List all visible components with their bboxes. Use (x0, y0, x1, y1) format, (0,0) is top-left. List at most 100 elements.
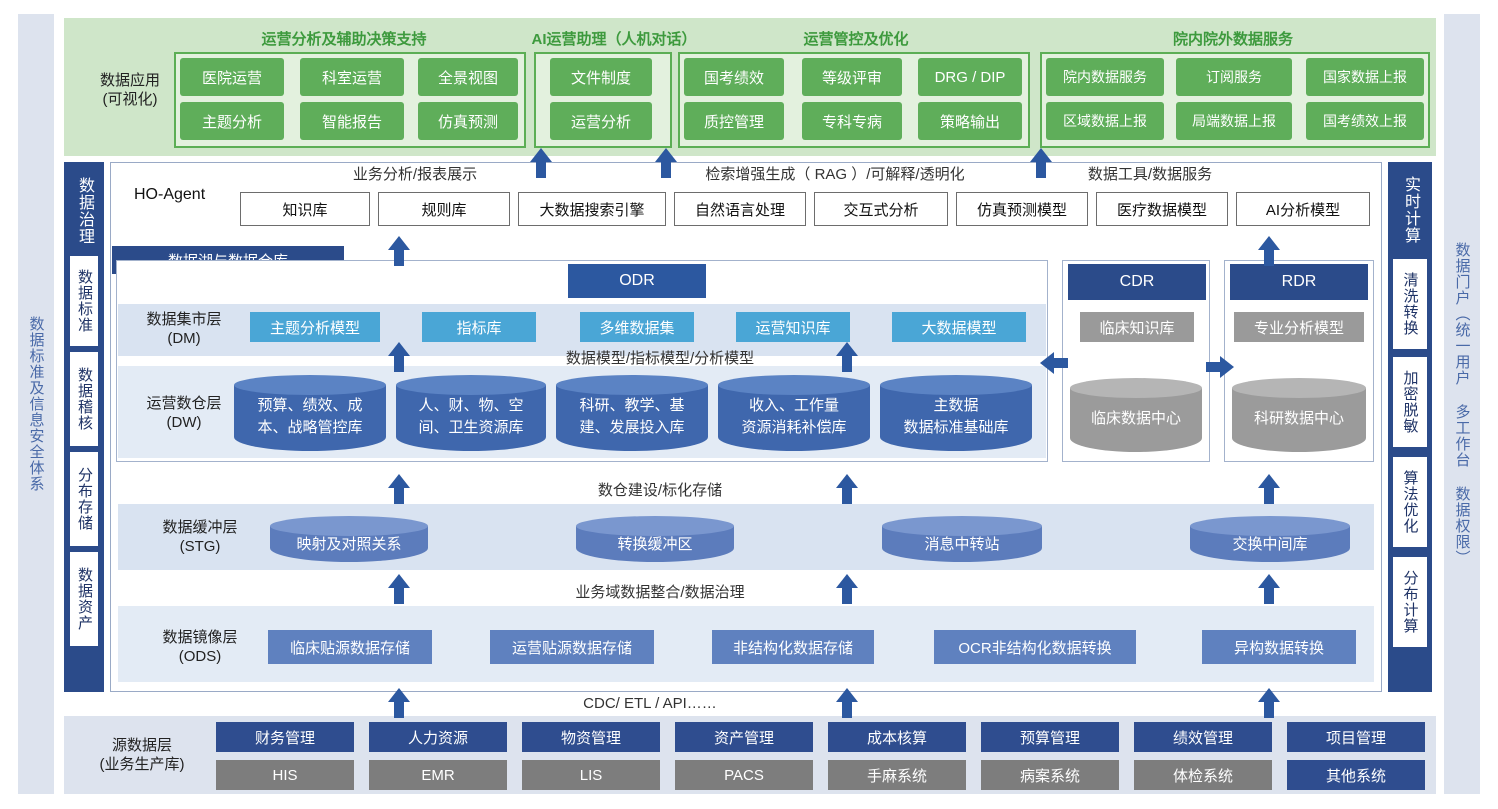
agent-label: HO-Agent (134, 186, 206, 203)
source-system-item-4[interactable]: 手麻系统 (828, 760, 966, 790)
app-btn-exam-report[interactable]: 国考绩效上报 (1306, 102, 1424, 140)
source-system-item-1[interactable]: EMR (369, 760, 507, 790)
ods-ops[interactable]: 运营贴源数据存储 (490, 630, 654, 664)
app-btn-national-exam[interactable]: 国考绩效 (684, 58, 784, 96)
source-system-item-0[interactable]: HIS (216, 760, 354, 790)
source-business-item-7[interactable]: 项目管理 (1287, 722, 1425, 752)
rdr-research-center[interactable]: 科研数据中心 (1232, 378, 1366, 452)
dw-research-db[interactable]: 科研、教学、基 建、发展投入库 (556, 375, 708, 451)
cdr-knowledge-base[interactable]: 临床知识库 (1080, 312, 1194, 342)
app-btn-smart-report[interactable]: 智能报告 (300, 102, 404, 140)
app-btn-national-report[interactable]: 国家数据上报 (1306, 58, 1424, 96)
source-business-item-0[interactable]: 财务管理 (216, 722, 354, 752)
caption-cdc: CDC/ ETL / API…… (583, 694, 717, 712)
right-bar-item-distributed-compute: 分布计算 (1392, 556, 1428, 648)
stg-exchange[interactable]: 交换中间库 (1190, 516, 1350, 562)
model-caption: 数据模型/指标模型/分析模型 (565, 349, 755, 367)
up-arrow-icon (530, 148, 552, 178)
agent-caption-rag: 检索增强生成（ RAG ）/可解释/透明化 (705, 165, 965, 183)
dw-label: 运营数仓层 (DW) (146, 395, 222, 431)
left-bar-item-governance: 数据治理 (76, 177, 93, 245)
dm-indicator-lib[interactable]: 指标库 (422, 312, 536, 342)
arrow-cdr-to-rdr (1206, 356, 1234, 378)
app-btn-simulation[interactable]: 仿真预测 (418, 102, 518, 140)
source-business-item-4[interactable]: 成本核算 (828, 722, 966, 752)
source-system-item-5[interactable]: 病案系统 (981, 760, 1119, 790)
up-arrow-icon (1258, 688, 1280, 718)
agent-nlp[interactable]: 自然语言处理 (674, 192, 806, 226)
app-btn-dept-ops[interactable]: 科室运营 (300, 58, 404, 96)
app-btn-topic[interactable]: 主题分析 (180, 102, 284, 140)
stg-mapping[interactable]: 映射及对照关系 (270, 516, 428, 562)
cdr-clinical-center[interactable]: 临床数据中心 (1070, 378, 1202, 452)
app-btn-policy[interactable]: 文件制度 (550, 58, 652, 96)
agent-search-engine[interactable]: 大数据搜索引擎 (518, 192, 666, 226)
app-layer-label: 数据应用 (可视化) (99, 72, 160, 108)
right-outer-bar: 数据门户（统一用户 多工作台 数据权限） (1444, 14, 1480, 794)
dw-master-db[interactable]: 主数据 数据标准基础库 (880, 375, 1032, 451)
up-arrow-icon (836, 688, 858, 718)
up-arrow-icon (836, 574, 858, 604)
caption-integrate: 业务域数据整合/数据治理 (575, 583, 745, 601)
right-outer-label: 数据门户（统一用户 多工作台 数据权限） (1453, 242, 1471, 566)
stg-message[interactable]: 消息中转站 (882, 516, 1042, 562)
agent-rule-base[interactable]: 规则库 (378, 192, 510, 226)
dm-ops-knowledge[interactable]: 运营知识库 (736, 312, 850, 342)
app-btn-ops-analysis[interactable]: 运营分析 (550, 102, 652, 140)
ods-clinical[interactable]: 临床贴源数据存储 (268, 630, 432, 664)
source-system-item-3[interactable]: PACS (675, 760, 813, 790)
app-btn-qc[interactable]: 质控管理 (684, 102, 784, 140)
dw-budget-db[interactable]: 预算、绩效、成 本、战略管控库 (234, 375, 386, 451)
app-btn-grade-review[interactable]: 等级评审 (802, 58, 902, 96)
ods-heterogeneous[interactable]: 异构数据转换 (1202, 630, 1356, 664)
source-system-item-7[interactable]: 其他系统 (1287, 760, 1425, 790)
agent-interactive[interactable]: 交互式分析 (814, 192, 948, 226)
app-btn-regional-report[interactable]: 区域数据上报 (1046, 102, 1164, 140)
app-btn-bureau-report[interactable]: 局端数据上报 (1176, 102, 1292, 140)
app-btn-internal-service[interactable]: 院内数据服务 (1046, 58, 1164, 96)
stg-buffer[interactable]: 转换缓冲区 (576, 516, 734, 562)
dw-income-db[interactable]: 收入、工作量 资源消耗补偿库 (718, 375, 870, 451)
stg-label: 数据缓冲层 (STG) (162, 519, 238, 555)
up-arrow-icon (388, 688, 410, 718)
source-system-item-6[interactable]: 体检系统 (1134, 760, 1272, 790)
app-btn-drg-dip[interactable]: DRG / DIP (918, 58, 1022, 96)
app-btn-panorama[interactable]: 全景视图 (418, 58, 518, 96)
left-bar-item-standard: 数据标准 (70, 256, 98, 346)
up-arrow-icon (655, 148, 677, 178)
source-business-item-3[interactable]: 资产管理 (675, 722, 813, 752)
right-bar-item-encrypt: 加密脱敏 (1392, 356, 1428, 448)
app-btn-hospital-ops[interactable]: 医院运营 (180, 58, 284, 96)
agent-ai-model[interactable]: AI分析模型 (1236, 192, 1370, 226)
source-system-item-2[interactable]: LIS (522, 760, 660, 790)
up-arrow-icon (388, 574, 410, 604)
left-bar-item-asset: 数据资产 (70, 552, 98, 646)
app-btn-subscription[interactable]: 订阅服务 (1176, 58, 1292, 96)
agent-caption-tools: 数据工具/数据服务 (1087, 165, 1213, 183)
source-business-item-1[interactable]: 人力资源 (369, 722, 507, 752)
up-arrow-icon (1030, 148, 1052, 178)
agent-simulation-model[interactable]: 仿真预测模型 (956, 192, 1088, 226)
up-arrow-icon (388, 342, 410, 372)
ods-ocr[interactable]: OCR非结构化数据转换 (934, 630, 1136, 664)
app-btn-strategy[interactable]: 策略输出 (918, 102, 1022, 140)
up-arrow-icon (836, 474, 858, 504)
app-btn-specialty[interactable]: 专科专病 (802, 102, 902, 140)
source-business-item-6[interactable]: 绩效管理 (1134, 722, 1272, 752)
dw-resource-db[interactable]: 人、财、物、空 间、卫生资源库 (396, 375, 546, 451)
source-business-item-2[interactable]: 物资管理 (522, 722, 660, 752)
ods-unstructured[interactable]: 非结构化数据存储 (712, 630, 874, 664)
dm-cube[interactable]: 多维数据集 (580, 312, 694, 342)
dm-bigdata-model[interactable]: 大数据模型 (892, 312, 1026, 342)
left-outer-bar: 数据标准及信息安全体系 (18, 14, 54, 794)
agent-knowledge-base[interactable]: 知识库 (240, 192, 370, 226)
dm-topic-model[interactable]: 主题分析模型 (250, 312, 380, 342)
up-arrow-icon (1258, 474, 1280, 504)
caption-build: 数仓建设/标化存储 (597, 481, 723, 499)
up-arrow-icon (1258, 574, 1280, 604)
agent-medical-model[interactable]: 医疗数据模型 (1096, 192, 1228, 226)
rdr-analysis-model[interactable]: 专业分析模型 (1234, 312, 1364, 342)
source-business-item-5[interactable]: 预算管理 (981, 722, 1119, 752)
dm-label: 数据集市层 (DM) (146, 311, 222, 347)
up-arrow-icon (1258, 236, 1280, 266)
